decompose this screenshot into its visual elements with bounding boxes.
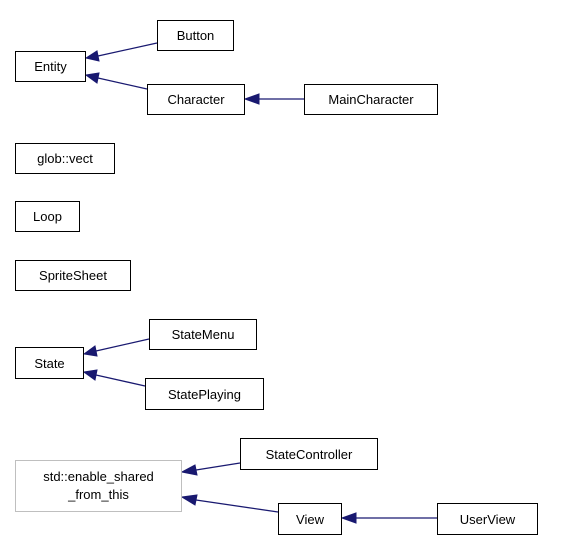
edge-maincharacter-character (243, 93, 304, 105)
node-view-label: View (296, 512, 325, 527)
node-state-menu[interactable]: StateMenu (149, 319, 257, 350)
node-main-character-label: MainCharacter (328, 92, 414, 107)
node-sprite-sheet-label: SpriteSheet (39, 268, 107, 283)
node-enable-shared-label-line1: std::enable_shared (43, 469, 154, 484)
node-glob-vect[interactable]: glob::vect (15, 143, 115, 174)
node-glob-vect-label: glob::vect (37, 151, 93, 166)
node-state-menu-label: StateMenu (172, 327, 235, 342)
node-character-label: Character (167, 92, 225, 107)
node-sprite-sheet[interactable]: SpriteSheet (15, 260, 131, 291)
node-view[interactable]: View (278, 503, 342, 535)
node-state[interactable]: State (15, 347, 84, 379)
edges (82, 42, 437, 524)
node-character[interactable]: Character (147, 84, 245, 115)
edge-view-enableshared (180, 494, 279, 513)
node-main-character[interactable]: MainCharacter (304, 84, 438, 115)
node-user-view-label: UserView (460, 512, 516, 527)
edge-statecontroller-enableshared (180, 462, 241, 476)
edge-statemenu-state (82, 338, 150, 357)
node-button-label: Button (177, 28, 215, 43)
edge-stateplaying-state (82, 369, 146, 387)
nodes: Entity Button Character MainCharacter gl… (15, 20, 538, 535)
node-entity[interactable]: Entity (15, 51, 86, 82)
node-entity-label: Entity (34, 59, 67, 74)
node-loop[interactable]: Loop (15, 201, 80, 232)
edge-button-entity (84, 42, 158, 62)
node-enable-shared-from-this[interactable]: std::enable_shared _from_this (15, 460, 182, 512)
node-state-label: State (34, 356, 64, 371)
node-user-view[interactable]: UserView (437, 503, 538, 535)
edge-character-entity (84, 72, 148, 90)
node-state-playing-label: StatePlaying (168, 387, 241, 402)
node-enable-shared-label-line2: _from_this (67, 487, 129, 502)
node-state-controller-label: StateController (266, 447, 353, 462)
node-state-controller[interactable]: StateController (240, 438, 378, 470)
node-state-playing[interactable]: StatePlaying (145, 378, 264, 410)
node-loop-label: Loop (33, 209, 62, 224)
edge-userview-view (340, 512, 437, 524)
node-button[interactable]: Button (157, 20, 234, 51)
